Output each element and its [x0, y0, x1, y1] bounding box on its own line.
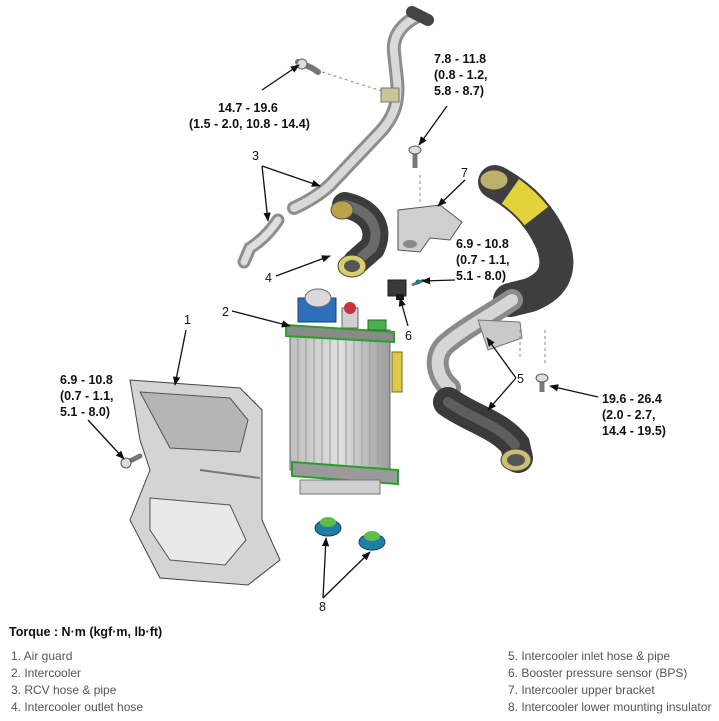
boost-pressure-sensor-part [387, 278, 425, 300]
torque-air-guard-bolt-line3: 5.1 - 8.0) [60, 405, 110, 419]
rcv-bolt-icon [295, 58, 321, 75]
inlet-pipe-bolt-icon [535, 373, 549, 392]
torque-inlet-pipe-bolt-line2: (2.0 - 2.7, [602, 408, 656, 422]
intercooler-part [285, 288, 403, 495]
torque-rcv-bolt-line1: 14.7 - 19.6 [218, 101, 278, 115]
legend-item: 6. Booster pressure sensor (BPS) [508, 666, 688, 680]
air-guard-part [129, 379, 281, 586]
legend-right-column: 5. Intercooler inlet hose & pipe 6. Boos… [508, 648, 711, 716]
legend-item: 3. RCV hose & pipe [11, 683, 117, 697]
bracket-bolt-icon [408, 145, 422, 168]
callout-3: 3 [252, 149, 259, 163]
torque-bracket-bolt-line3: 5.8 - 8.7) [434, 84, 484, 98]
callout-6: 6 [405, 329, 412, 343]
torque-air-guard-bolt-line2: (0.7 - 1.1, [60, 389, 114, 403]
legend-item: 1. Air guard [11, 649, 73, 663]
torque-bracket-bolt-line2: (0.8 - 1.2, [434, 68, 488, 82]
inlet-hose-pipe-part [426, 165, 574, 473]
torque-inlet-pipe-bolt-line3: 14.4 - 19.5) [602, 424, 666, 438]
legend-item: 4. Intercooler outlet hose [11, 700, 144, 714]
torque-inlet-pipe-bolt-line1: 19.6 - 26.4 [602, 392, 662, 406]
lower-insulator-left-part [314, 517, 342, 537]
rcv-hose-pipe-part [237, 6, 434, 269]
air-guard-bolt-icon [120, 453, 143, 469]
exploded-parts-diagram: 1 2 3 4 5 6 7 8 14.7 - 19.6 (1.5 - 2.0, … [60, 6, 666, 614]
legend-item: 5. Intercooler inlet hose & pipe [508, 649, 671, 663]
torque-air-guard-bolt-line1: 6.9 - 10.8 [60, 373, 113, 387]
legend-item: 8. Intercooler lower mounting insulator [508, 700, 712, 714]
leader-lines [87, 64, 599, 599]
torque-units-title: Torque : N·m (kgf·m, lb·ft) [9, 625, 163, 639]
torque-sensor-bolt-line2: (0.7 - 1.1, [456, 253, 510, 267]
legend-item: 7. Intercooler upper bracket [508, 683, 655, 697]
torque-sensor-bolt-line3: 5.1 - 8.0) [456, 269, 506, 283]
callout-2: 2 [222, 305, 229, 319]
callout-4: 4 [265, 271, 272, 285]
torque-rcv-bolt-line2: (1.5 - 2.0, 10.8 - 14.4) [189, 117, 310, 131]
legend-item: 2. Intercooler [11, 666, 82, 680]
callout-8: 8 [319, 600, 326, 614]
callout-5: 5 [517, 372, 524, 386]
legend-left-column: 1. Air guard 2. Intercooler 3. RCV hose … [11, 648, 143, 716]
torque-bracket-bolt-line1: 7.8 - 11.8 [434, 52, 486, 66]
upper-bracket-part [397, 175, 463, 253]
torque-sensor-bolt-line1: 6.9 - 10.8 [456, 237, 509, 251]
callout-1: 1 [184, 313, 191, 327]
callout-7: 7 [461, 166, 468, 180]
outlet-hose-part [330, 192, 389, 278]
lower-insulator-right-part [358, 531, 386, 551]
